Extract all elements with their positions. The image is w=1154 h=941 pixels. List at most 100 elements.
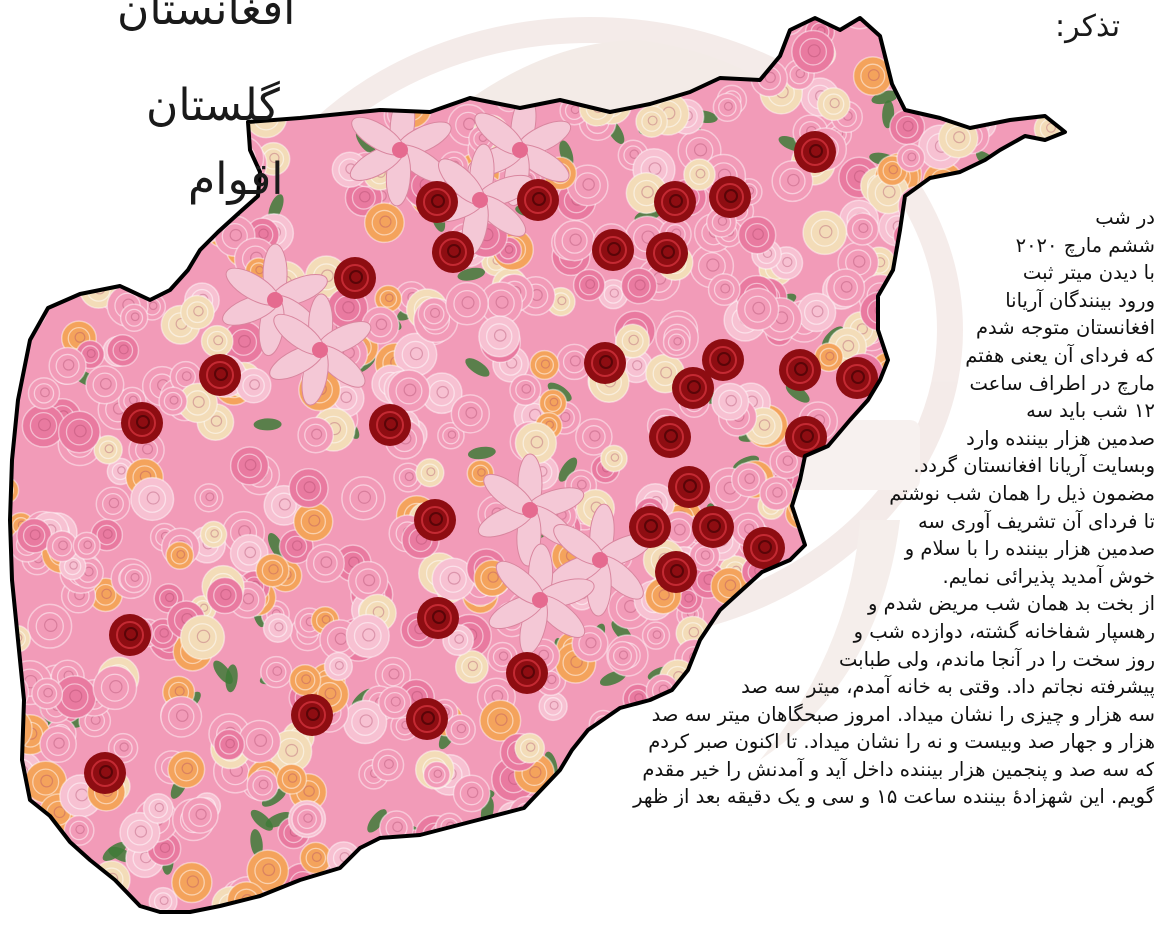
rose-flower [454, 649, 489, 684]
lily-flower [222, 243, 328, 357]
rose-flower [600, 444, 628, 473]
red-rose [654, 181, 696, 223]
red-rose [291, 694, 333, 736]
rose-flower [70, 910, 111, 912]
rose-flower [641, 621, 671, 650]
rose-flower [1002, 18, 1046, 47]
rose-flower [363, 202, 405, 244]
rose-flower [389, 844, 434, 889]
rose-flower [436, 18, 469, 47]
red-rose [743, 527, 785, 569]
rose-flower [410, 18, 452, 40]
rose-flower [572, 268, 606, 302]
body-line: ورود بینندگان آریانا [1005, 288, 1154, 312]
red-rose [432, 231, 474, 273]
body-line: سه هزار و چیزی را نشان میداد. امروز صبحگ… [651, 702, 1154, 726]
rose-flower [514, 732, 546, 764]
rose-flower [663, 18, 709, 41]
rose-flower [1000, 85, 1030, 114]
rose-flower [275, 763, 308, 795]
body-line: تا فردای آن تشریف آوری سه [917, 509, 1154, 533]
lily-flower [269, 293, 372, 406]
rose-flower [452, 774, 491, 813]
body-line: گویم. این شهزادهٔ بیننده ساعت ۱۵ و سی و … [633, 785, 1154, 809]
rose-flower [437, 58, 474, 95]
rose-flower [662, 328, 691, 357]
rose-flower [480, 54, 519, 94]
rose-flower [262, 612, 294, 643]
rose-flower [288, 468, 329, 509]
rose-flower [478, 315, 521, 358]
rose-flower [399, 885, 442, 912]
rose-flower [711, 382, 750, 421]
rose-flower [157, 36, 194, 73]
body-line: با دیدن میتر ثبت [1022, 261, 1154, 285]
word-afghanistan: افغانستان [117, 0, 296, 35]
rose-flower [103, 239, 146, 283]
rose-flower [109, 134, 141, 165]
rose-flower [437, 421, 465, 450]
rose-flower [119, 811, 161, 854]
rose-flower [620, 267, 658, 305]
rose-flower [990, 76, 1032, 118]
rose-flower [83, 196, 123, 235]
rose-flower [106, 334, 140, 367]
rose-flower [314, 71, 344, 101]
rose-flower [645, 18, 690, 59]
red-rose [836, 357, 878, 399]
red-rose [655, 551, 697, 593]
rose-flower [1058, 74, 1065, 103]
rose-flower [181, 796, 219, 834]
rose-flower [10, 146, 27, 175]
lily-flower [488, 543, 595, 655]
rose-flower [343, 54, 374, 84]
rose-flower [514, 421, 558, 465]
rose-flower [160, 695, 203, 738]
rose-flower [305, 543, 346, 583]
rose-flower [246, 769, 279, 802]
rose-flower [1061, 148, 1065, 184]
word-golestan: گلستان [146, 80, 280, 131]
red-rose [692, 506, 734, 548]
rose-flower [448, 18, 483, 36]
lily-flower [548, 503, 653, 617]
red-rose [584, 342, 626, 384]
rose-flower [348, 870, 383, 905]
body-line: روز سخت را در آنجا ماندم، ولی طبابت [839, 647, 1154, 671]
rose-flower [171, 861, 213, 904]
rose-flower [1012, 18, 1055, 30]
rose-flower [415, 458, 445, 488]
rose-flower [345, 613, 390, 659]
rose-flower [685, 18, 723, 40]
rose-flower [896, 143, 926, 173]
red-rose [779, 349, 821, 391]
rose-flower [297, 416, 334, 454]
rose-flower [509, 373, 542, 406]
rose-flower [15, 42, 55, 82]
red-rose [199, 354, 241, 396]
rose-flower [85, 365, 125, 405]
rose-flower [712, 92, 743, 123]
red-rose [414, 499, 456, 541]
red-rose [794, 131, 836, 173]
rose-flower [291, 803, 323, 835]
rose-flower [246, 849, 290, 893]
lily-flower [349, 93, 452, 207]
rose-flower [54, 42, 99, 87]
rose-flower [813, 342, 844, 373]
rose-flower [206, 576, 244, 615]
rose-flower [142, 792, 174, 824]
rose-flower [371, 748, 405, 782]
red-rose [646, 232, 688, 274]
rose-flower [84, 45, 128, 88]
red-rose [334, 257, 376, 299]
rose-flower [333, 56, 369, 92]
rose-flower [520, 36, 552, 68]
red-rose [406, 698, 448, 740]
rose-flower [158, 386, 188, 416]
body-line: از بخت بد همان شب مریض شدم و [868, 592, 1154, 616]
rose-flower [518, 34, 553, 69]
rose-flower [961, 27, 1001, 66]
rose-flower [180, 294, 215, 330]
rose-flower [673, 18, 716, 37]
